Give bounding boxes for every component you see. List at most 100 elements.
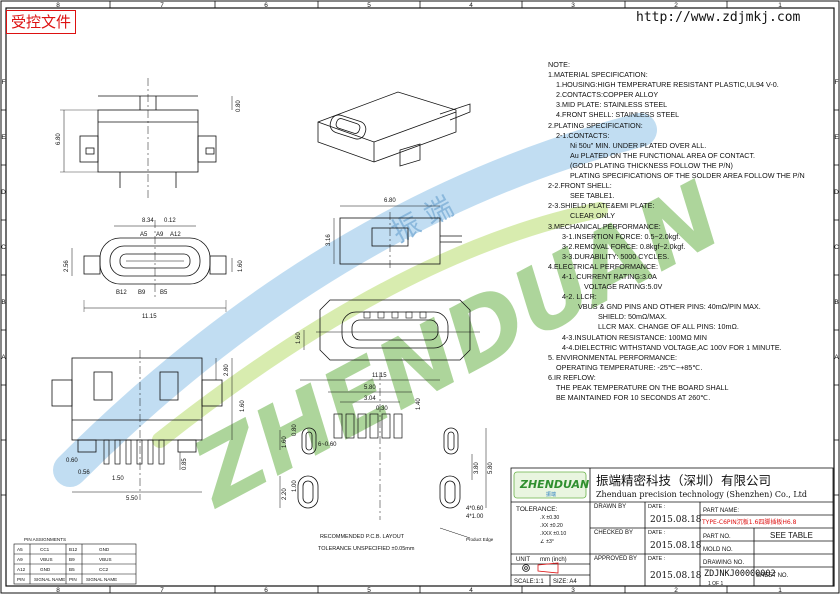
zone-top-3: 3 xyxy=(571,2,575,9)
sheet-label: SHEET NO. xyxy=(756,573,789,579)
pin-cell: VBUS xyxy=(40,557,53,562)
zone-top-4: 4 xyxy=(469,2,473,9)
company-name-cn: 振端精密科技（深圳）有限公司 xyxy=(596,473,771,488)
pin-cell: PIN xyxy=(69,577,77,582)
title-block xyxy=(510,467,834,587)
title-logo-text: ZHENDUAN xyxy=(519,478,589,491)
zone-right-a: A xyxy=(834,354,839,361)
dim-pcb-d: 0.80 xyxy=(292,424,298,436)
pin-cell: A12 xyxy=(17,567,26,572)
zone-right-e: E xyxy=(834,134,839,141)
isometric-view xyxy=(317,91,471,167)
zone-bottom-2: 2 xyxy=(674,587,678,594)
dim-front-total: 11.15 xyxy=(142,314,157,320)
note-line: PLATING SPECIFICATIONS OF THE SOLDER ARE… xyxy=(570,171,805,181)
note-line: Ni 50u" MIN. UNDER PLATED OVER ALL. xyxy=(570,140,707,150)
dim-bottom-a: 2.80 xyxy=(224,364,230,376)
note-line: 2.CONTACTS:COPPER ALLOY xyxy=(556,90,659,100)
zone-top-2: 2 xyxy=(674,2,678,9)
pin-a9: A9 xyxy=(156,232,164,238)
product-edge-label: Product Edge xyxy=(466,537,494,542)
sheet-value: 1 OF 1 xyxy=(708,581,724,587)
company-url[interactable]: http://www.zdjmkj.com xyxy=(636,10,801,25)
zone-bottom-7: 7 xyxy=(160,587,164,594)
note-line: THE PEAK TEMPERATURE ON THE BOARD SHALL xyxy=(556,383,729,392)
tolerance-row: .XX ±0.20 xyxy=(540,523,563,529)
pin-cell: CC2 xyxy=(99,567,109,572)
note-line: 2.PLATING SPECIFICATION: xyxy=(548,120,643,130)
dim-bottom-c: 0.60 xyxy=(66,458,78,464)
zone-right-f: F xyxy=(835,79,839,86)
note-line: (GOLD PLATING THICKNESS FOLLOW THE P/N) xyxy=(570,160,733,170)
tolerance-row: .XXX ±0.10 xyxy=(540,531,566,537)
dim-front-width: 8.34 xyxy=(142,218,154,224)
controlled-document-badge: 受控文件 xyxy=(6,10,76,34)
note-line: 3-2.REMOVAL FORCE: 0.8kgf~2.0kgf. xyxy=(562,241,686,251)
note-line: 2-3.SHIELD PLATE&EMI PLATE: xyxy=(548,201,655,211)
dim-bottom-d: 0.56 xyxy=(78,470,90,476)
zone-left-e: E xyxy=(1,134,6,141)
dim-pcb-g: 1.00 xyxy=(292,480,298,492)
zone-bottom-6: 6 xyxy=(264,587,268,594)
drawing-no-label: DRAWING NO. xyxy=(703,560,744,566)
part-no-value: SEE TABLE xyxy=(770,531,813,540)
note-line: BE MAINTAINED FOR 10 SECONDS AT 260℃. xyxy=(556,393,711,403)
tolerance-row: ∠ ±3° xyxy=(540,539,554,545)
dim-right-side: 1.60 xyxy=(296,332,302,344)
zone-top-1: 1 xyxy=(778,2,782,9)
pin-cell: A9 xyxy=(17,557,23,562)
zone-right-b: B xyxy=(834,299,838,306)
pin-cell: GND xyxy=(99,547,110,552)
dim-bottom-b: 1.60 xyxy=(240,400,246,412)
zone-right-d: D xyxy=(834,189,839,196)
dim-pcb-b: 3.04 xyxy=(364,396,376,402)
pin-cell: VBUS xyxy=(99,557,112,562)
note-line: 1.HOUSING:HIGH TEMPERATURE RESISTANT PLA… xyxy=(556,80,779,90)
note-line: LLCR MAX. CHANGE OF ALL PINS: 10mΩ. xyxy=(598,322,739,332)
pin-table-title: PIN ASSIGNMENTS xyxy=(24,537,66,542)
pin-b9: B9 xyxy=(138,290,146,296)
pin-cell: PIN xyxy=(17,577,25,582)
zone-right-c: C xyxy=(834,244,839,251)
date-label: DATE : xyxy=(648,556,666,562)
right-view xyxy=(333,205,462,270)
front-view xyxy=(71,220,233,312)
dim-side-top: 0.80 xyxy=(236,100,242,112)
dim-front-side: 1.60 xyxy=(238,260,244,272)
note-line: 4-3.INSULATION RESISTANCE: 100MΩ MIN xyxy=(562,332,707,342)
bottom-view xyxy=(51,350,233,500)
pin-cell: CC1 xyxy=(40,547,50,552)
zone-bottom-3: 3 xyxy=(571,587,575,594)
note-line: CLEAR ONLY xyxy=(570,211,616,221)
pin-table xyxy=(13,543,137,585)
date-value: 2015.08.18 xyxy=(650,571,702,581)
unit-value: mm (inch) xyxy=(540,557,567,563)
pin-b5: B5 xyxy=(160,290,168,296)
pcb-front-view xyxy=(303,299,480,361)
zone-top-7: 7 xyxy=(160,2,164,9)
date-value: 2015.08.18 xyxy=(650,541,702,551)
note-line: 4-4.DIELECTRIC WITHSTAND VOLTAGE,AC 100V… xyxy=(562,342,782,352)
zone-top-6: 6 xyxy=(264,2,268,9)
dim-bottom-e: 0.85 xyxy=(182,458,188,470)
note-line: 3-1.INSERTION FORCE: 0.5~2.0kgf. xyxy=(562,231,681,241)
dim-front-height: 2.56 xyxy=(64,260,70,272)
tolerance-row: .X ±0.30 xyxy=(540,515,559,521)
note-line: NOTE: xyxy=(548,60,570,69)
dim-side-height: 6.80 xyxy=(56,133,62,145)
zone-bottom-8: 8 xyxy=(56,587,60,594)
drawing-no-value: ZDJNKJ00000002 xyxy=(704,569,776,579)
pcb-caption: RECOMMENDED P.C.B. LAYOUT xyxy=(320,534,405,540)
scale-label: SCALE:1:1 xyxy=(514,579,544,585)
part-no-label: PART NO. xyxy=(703,534,731,540)
note-line: OPERATING TEMPERATURE: -25℃~+85℃. xyxy=(556,362,703,372)
note-line: 4.ELECTRICAL PERFORMANCE: xyxy=(548,261,658,271)
dim-front-half: 0.12 xyxy=(164,218,176,224)
note-line: 1.MATERIAL SPECIFICATION: xyxy=(548,70,648,80)
company-name-en: Zhenduan precision technology (Shenzhen)… xyxy=(596,490,807,499)
pin-b12: B12 xyxy=(116,290,127,296)
note-line: SEE TABLE1. xyxy=(570,191,615,201)
note-line: VOLTAGE RATING:5.0V xyxy=(584,282,663,292)
